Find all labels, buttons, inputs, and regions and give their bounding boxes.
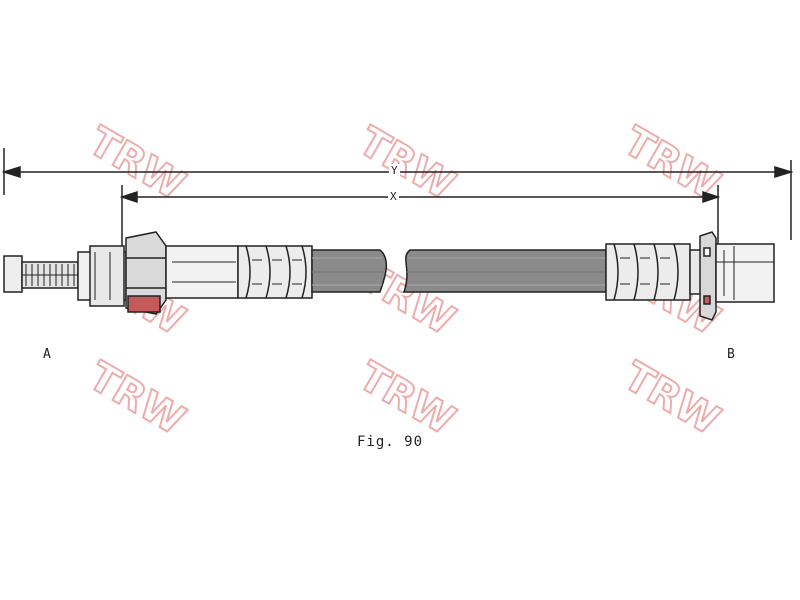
hose-right-segment xyxy=(402,249,607,293)
trw-watermark-8: TRW xyxy=(616,353,728,444)
threaded-tip xyxy=(3,255,79,293)
trw-watermark-1: TRW xyxy=(351,118,463,209)
trw-watermark-6: TRW xyxy=(81,353,193,444)
end-a-label: A xyxy=(43,347,51,362)
left-crimp-sleeve xyxy=(165,245,313,299)
trw-watermark-7: TRW xyxy=(351,353,463,444)
end-b-label: B xyxy=(727,347,735,362)
hex-nut xyxy=(125,231,167,315)
dimension-x-label: X xyxy=(388,190,399,203)
right-fitting xyxy=(689,231,775,321)
dimension-x xyxy=(119,185,721,250)
right-crimp-sleeve xyxy=(605,243,691,301)
dimension-y-label: Y xyxy=(389,164,400,177)
left-fitting xyxy=(77,245,127,307)
hose-left-segment xyxy=(311,249,388,293)
figure-caption: Fig. 90 xyxy=(357,434,424,450)
